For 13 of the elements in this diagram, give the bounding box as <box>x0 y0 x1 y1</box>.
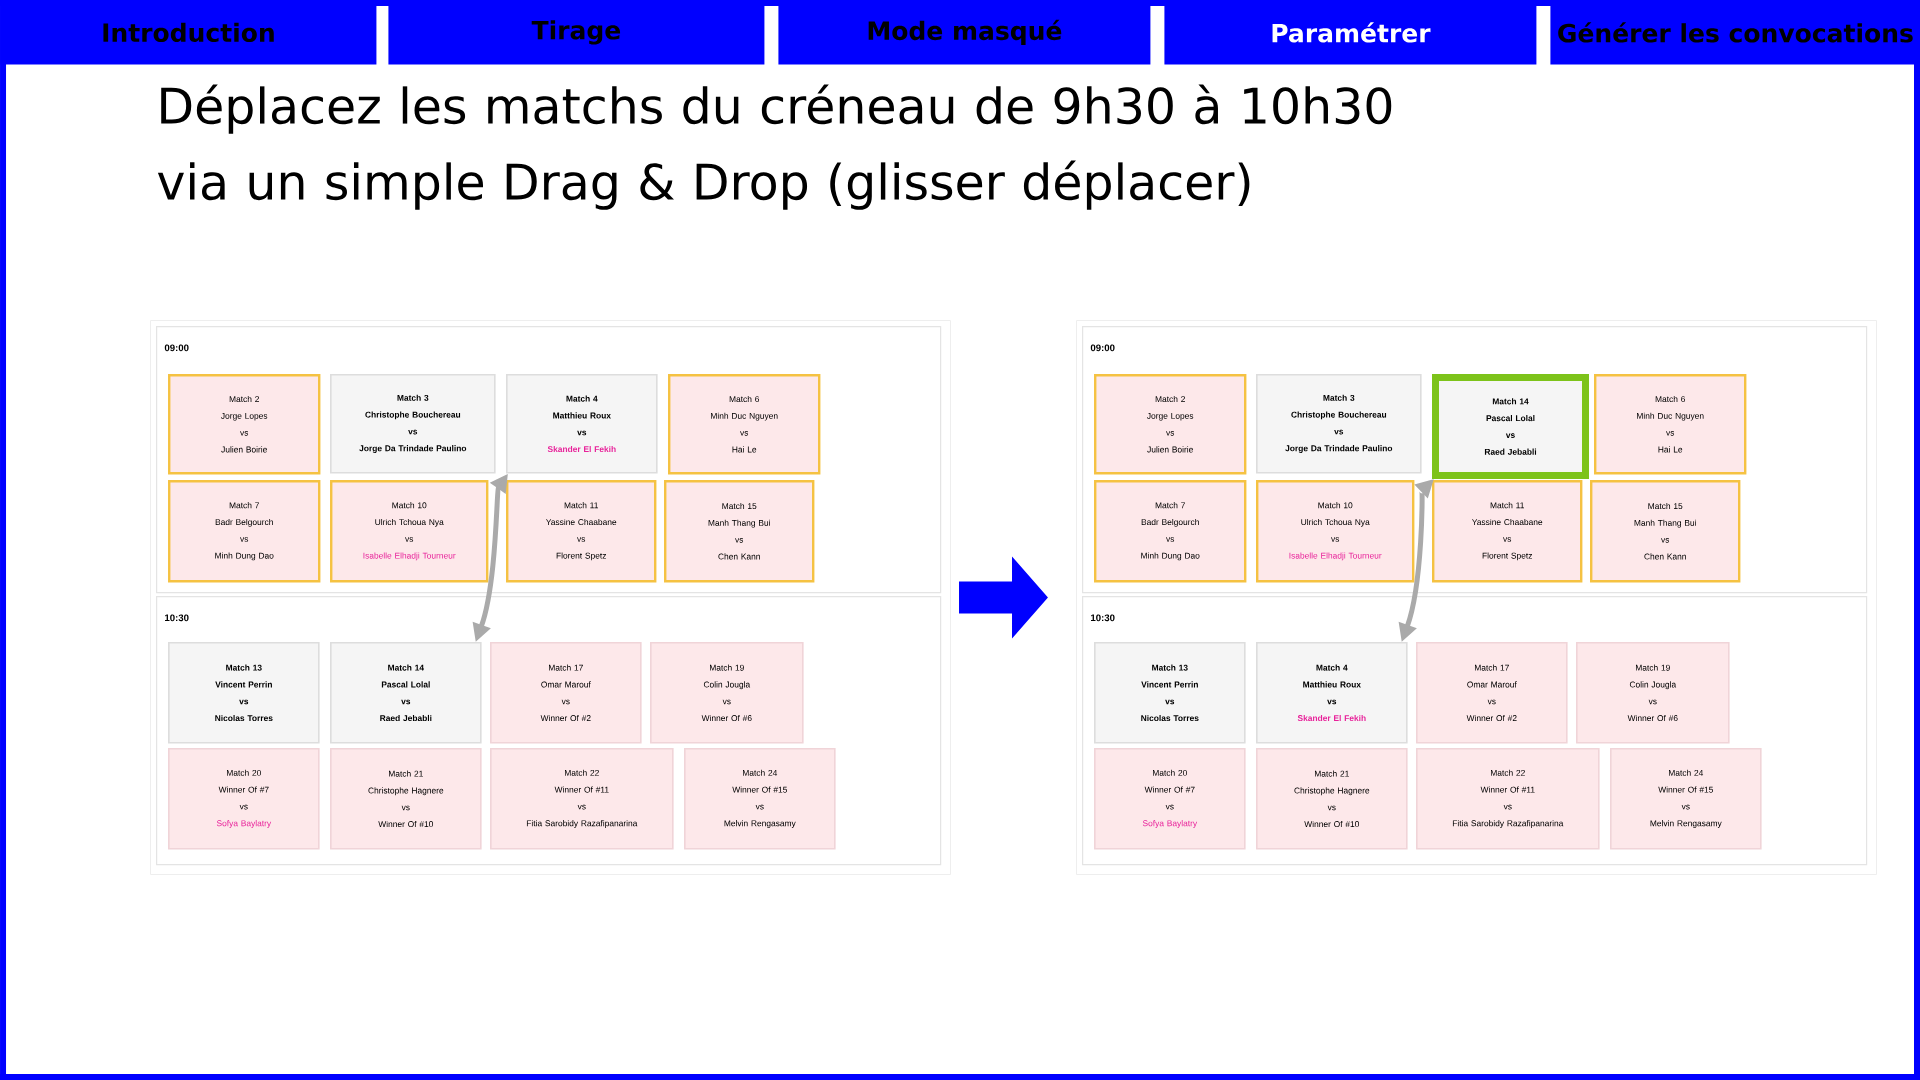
nav-tab: Paramétrer <box>1164 0 1537 65</box>
nav-tab: Mode masqué <box>778 0 1151 65</box>
screenshot-frame <box>1076 320 1877 875</box>
title: Déplacez les matchs du créneau de 9h30 à 10h30 via un simple Drag & Drop (glisser déplacer) <box>157 84 1392 210</box>
nav-tab: Générer les convocations <box>1550 0 1920 65</box>
screenshot-frame <box>150 320 951 875</box>
node-label: Mode masqué <box>868 19 1062 45</box>
node-label: Générer les convocations <box>1558 22 1913 43</box>
nav-tab: Tirage <box>388 0 765 65</box>
node-label: Tirage <box>531 20 621 45</box>
node-label: Paramétrer <box>1272 22 1431 43</box>
node-label: Introduction <box>103 22 274 43</box>
nav-tab: Introduction <box>0 0 377 65</box>
